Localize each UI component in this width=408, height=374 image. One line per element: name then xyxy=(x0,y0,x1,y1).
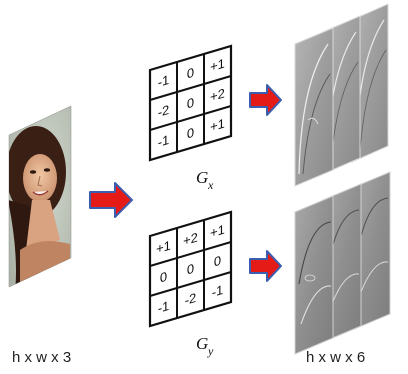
kernel-cell-value: -1 xyxy=(158,72,170,90)
kernel-gx-subscript: x xyxy=(207,178,214,192)
kernel-cell-value: -1 xyxy=(158,132,170,150)
kernel-gx-name: G xyxy=(196,168,208,187)
kernel-gx-label: G x xyxy=(196,168,214,192)
gx-response-maps xyxy=(294,3,389,187)
kernel-cell-value: +1 xyxy=(210,222,225,241)
kernel-grid-line xyxy=(149,105,232,131)
kernel-cell-value: -2 xyxy=(158,102,170,120)
gy-response-maps xyxy=(294,171,391,355)
kernel-cell-value: +2 xyxy=(183,230,198,249)
input-dimension-label: h x w x 3 xyxy=(12,349,71,366)
kernel-gy-name: G xyxy=(196,334,208,353)
kernel-gx-grid: -1 0 +1 -2 0 +2 -1 0 +1 xyxy=(148,44,233,162)
kernel-cell-value: +1 xyxy=(210,56,225,75)
output-dimension-label: h x w x 6 xyxy=(306,349,365,366)
gy-map-1 xyxy=(294,195,334,355)
kernel-cell-value: -1 xyxy=(212,282,224,300)
kernel-cell-value: -2 xyxy=(185,290,197,308)
kernel-gy-label: G y xyxy=(196,334,214,358)
kernel-grid-line xyxy=(149,75,232,101)
kernel-cell-value: +1 xyxy=(156,238,171,257)
arrow-gx-to-map xyxy=(249,84,282,116)
kernel-gy-grid: +1 +2 +1 0 0 0 -1 -2 -1 xyxy=(148,210,233,328)
kernel-cell-value: -1 xyxy=(158,298,170,316)
kernel-cell-value: 0 xyxy=(187,261,194,278)
arrow-gy-to-map xyxy=(249,250,282,282)
kernel-cell-value: 0 xyxy=(187,65,194,82)
kernel-gy-subscript: y xyxy=(207,344,214,358)
gx-map-1 xyxy=(294,27,334,187)
kernel-grid-line xyxy=(149,241,232,267)
kernel-grid-line xyxy=(149,271,232,297)
kernel-cell-value: +1 xyxy=(210,116,225,135)
kernel-cell-value: 0 xyxy=(160,269,167,286)
input-image xyxy=(8,105,72,288)
kernel-cell-value: 0 xyxy=(187,125,194,142)
kernel-cell-value: 0 xyxy=(214,253,221,270)
arrow-input-to-kernels xyxy=(89,182,133,218)
kernel-cell-value: 0 xyxy=(187,95,194,112)
kernel-cell-value: +2 xyxy=(210,86,225,105)
